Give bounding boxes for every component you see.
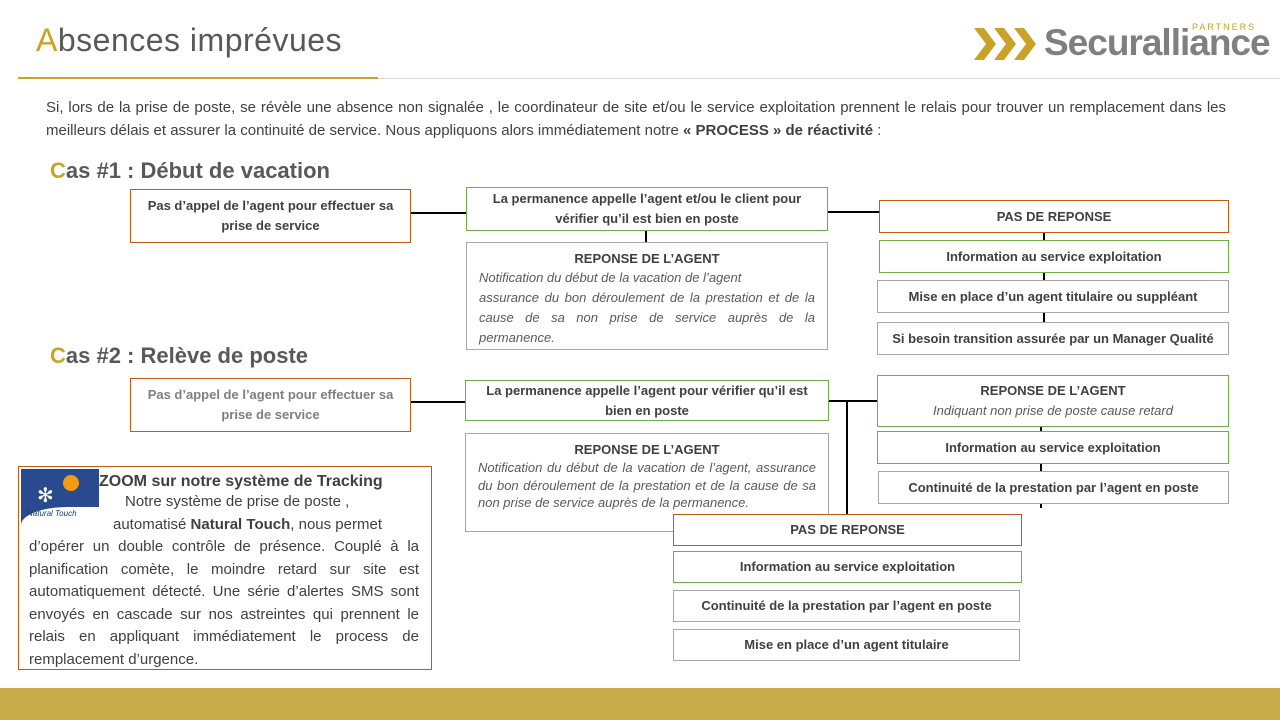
case2-connector-3 xyxy=(846,400,848,514)
case2-start-box: Pas d’appel de l’agent pour effectuer sa… xyxy=(130,378,411,432)
case1-response-title: REPONSE DE L’AGENT xyxy=(574,251,720,266)
title-underline xyxy=(18,77,378,79)
zoom-body: d’opérer un double contrôle de présence.… xyxy=(29,538,419,668)
case2-connector-4 xyxy=(1040,427,1042,431)
intro-bold: « PROCESS » de réactivité xyxy=(682,122,874,139)
case1-call-box: La permanence appelle l’agent et/ou le c… xyxy=(466,187,828,231)
case1-step-1: Information au service exploitation xyxy=(879,240,1229,273)
case2-agent-step-1: Information au service exploitation xyxy=(877,431,1229,464)
case2-no-response-step-1: Information au service exploitation xyxy=(673,551,1022,583)
natural-touch-logo-icon: ✻ Natural Touch xyxy=(21,469,99,525)
logo-wordmark: Securalliance xyxy=(1044,22,1271,63)
case1-no-response-box: PAS DE REPONSE xyxy=(879,200,1229,233)
case2-no-response-box: PAS DE REPONSE xyxy=(673,514,1022,546)
case1-connector-1 xyxy=(411,212,466,214)
case2-no-response-step-2: Continuité de la prestation par l’agent … xyxy=(673,590,1020,622)
case1-title: Cas #1 : Début de vacation xyxy=(50,158,330,183)
case1-response-text-1: Notification du début de la vacation de … xyxy=(479,270,742,285)
zoom-brand: Natural Touch xyxy=(190,515,291,533)
tracking-zoom-box: ✻ Natural Touch ZOOM sur notre système d… xyxy=(18,466,432,670)
case1-start-box: Pas d’appel de l’agent pour effectuer sa… xyxy=(130,189,411,243)
case2-connector-2 xyxy=(829,400,877,402)
case1-connector-6 xyxy=(1043,313,1045,322)
case2-connector-6 xyxy=(1040,504,1042,508)
case2-agent-response-title: REPONSE DE L’AGENT xyxy=(980,383,1126,398)
case2-no-response-step-3: Mise en place d’un agent titulaire xyxy=(673,629,1020,661)
case2-agent-step-2: Continuité de la prestation par l’agent … xyxy=(878,471,1229,504)
case1-response-box: REPONSE DE L’AGENT Notification du début… xyxy=(466,242,828,350)
zoom-title: ZOOM sur notre système de Tracking xyxy=(99,473,383,490)
case2-call-box: La permanence appelle l’agent pour vérif… xyxy=(465,380,829,421)
zoom-line-1: Notre système de prise de poste , xyxy=(125,493,350,510)
case2-connector-1 xyxy=(411,401,465,403)
chevrons-icon xyxy=(974,28,1036,60)
page-title: Absences imprévues xyxy=(36,22,343,58)
intro-paragraph: Si, lors de la prise de poste, se révèle… xyxy=(46,99,1226,139)
case2-agent-response-box: REPONSE DE L’AGENT Indiquant non prise d… xyxy=(877,375,1229,427)
case2-connector-5 xyxy=(1040,464,1042,471)
case1-connector-2 xyxy=(645,231,647,242)
zoom-line-2: automatisé Natural Touch, nous permet xyxy=(113,515,382,533)
case2-title: Cas #2 : Relève de poste xyxy=(50,343,309,368)
case1-connector-3 xyxy=(828,211,879,213)
case1-connector-5 xyxy=(1043,273,1045,280)
case2-agent-response-text: Indiquant non prise de poste cause retar… xyxy=(933,403,1173,418)
natural-touch-logo-label: Natural Touch xyxy=(27,509,77,518)
footer-bar xyxy=(0,688,1280,720)
case1-connector-4 xyxy=(1043,233,1045,240)
case2-response-title: REPONSE DE L’AGENT xyxy=(574,442,720,457)
header-divider xyxy=(18,78,1280,79)
brand-logo: Securalliance PARTNERS xyxy=(974,22,1274,66)
case2-response-text: Notification du début de la vacation de … xyxy=(478,460,816,510)
logo-tagline: PARTNERS xyxy=(1192,22,1257,32)
case1-step-3: Si besoin transition assurée par un Mana… xyxy=(877,322,1229,355)
case1-step-2: Mise en place d’un agent titulaire ou su… xyxy=(877,280,1229,313)
zoom-text: Notre système de prise de poste , automa… xyxy=(29,491,419,671)
case1-response-text-2: assurance du bon déroulement de la prest… xyxy=(479,290,815,345)
